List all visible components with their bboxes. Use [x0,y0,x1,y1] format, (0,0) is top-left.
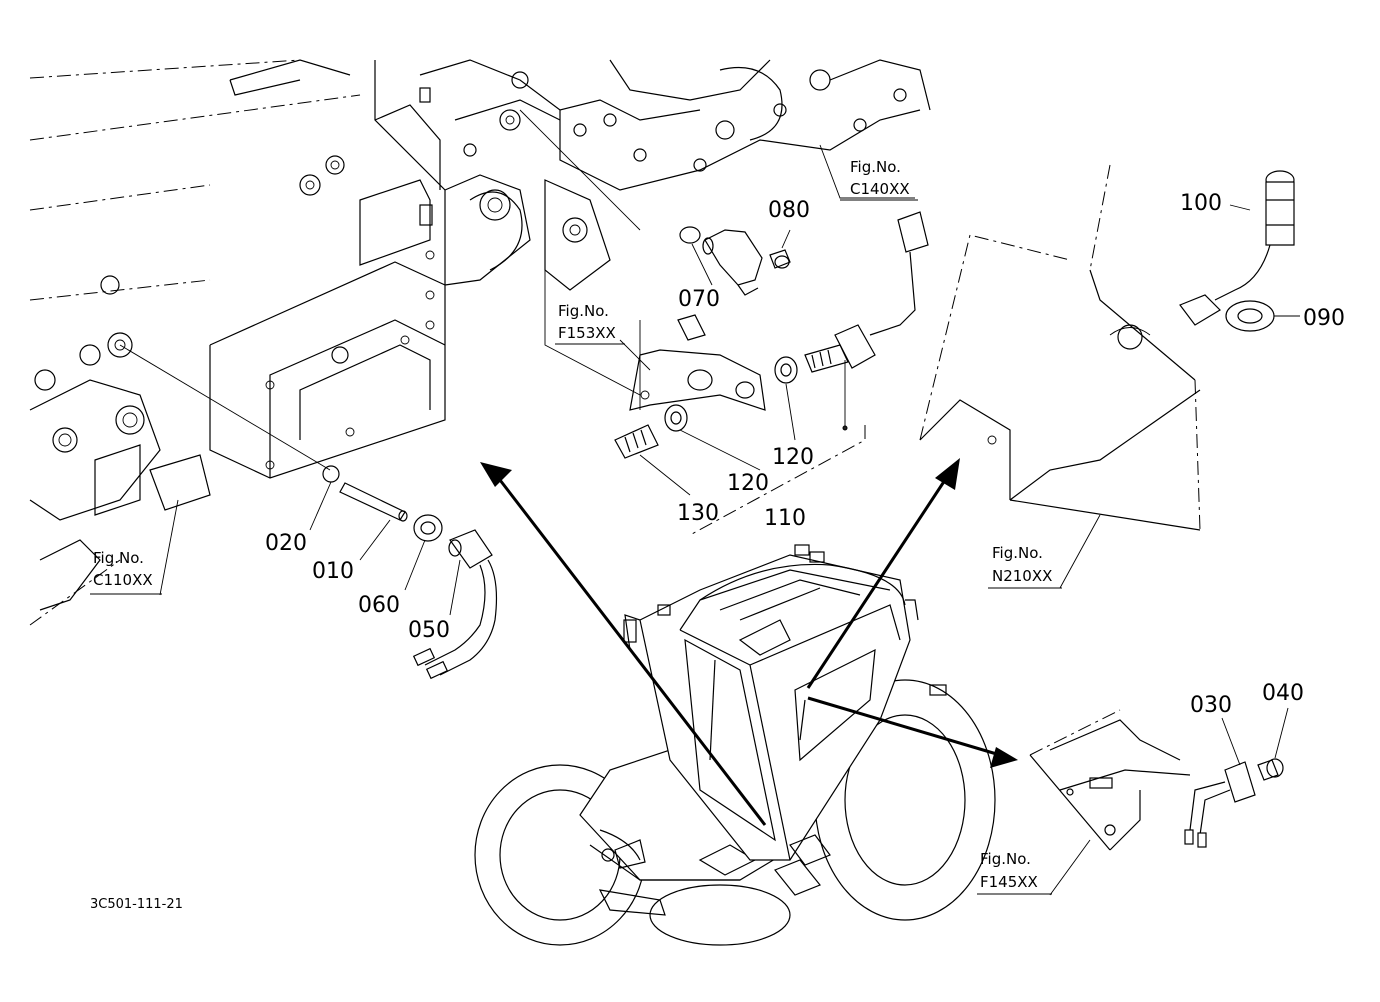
part-120-washer-left [664,404,688,432]
part-130-plug [614,424,659,459]
figure-ref-n210: Fig.No. N210XX [988,544,1062,589]
part-070-sensor [679,226,763,296]
label-080: 080 [768,198,810,223]
label-020: 020 [265,531,307,556]
fig-prefix: Fig.No. [992,544,1043,562]
part-110-switch [804,211,929,373]
bracket-plate-f153 [629,314,766,411]
part-120-washer-right [774,356,798,384]
part-040-bolt [1257,758,1284,781]
leader-lines [119,109,1300,896]
fig-prefix: Fig.No. [93,549,144,567]
label-090: 090 [1303,306,1345,331]
part-050-switch [412,529,498,680]
fig-code-c110: C110XX [93,571,153,589]
label-050: 050 [408,618,450,643]
figure-ref-c140: Fig.No. C140XX [840,158,918,201]
part-090-grommet [1225,300,1275,332]
label-120-right: 120 [772,445,814,470]
fig-code-f153: F153XX [558,324,616,342]
bracket-drawing [1029,709,1191,851]
label-060: 060 [358,593,400,618]
label-040: 040 [1262,681,1304,706]
fig-code-f145: F145XX [980,873,1038,891]
tractor-drawing [474,544,996,946]
label-110: 110 [764,506,806,531]
part-080-bolt [769,249,791,269]
part-030-switch [1184,761,1256,848]
label-010: 010 [312,559,354,584]
part-number-labels: 010 020 030 040 050 060 070 080 090 100 … [265,191,1345,718]
label-130: 130 [677,501,719,526]
fig-code-n210: N210XX [992,567,1052,585]
figure-ref-f153: Fig.No. F153XX [555,302,625,345]
figure-ref-c110: Fig.No. C110XX [90,549,162,595]
fender-panel-drawing [919,164,1201,531]
part-100-switch [1179,170,1295,326]
fig-prefix: Fig.No. [850,158,901,176]
fig-prefix: Fig.No. [980,850,1031,868]
figure-ref-f145: Fig.No. F145XX [977,850,1052,895]
label-100: 100 [1180,191,1222,216]
callout-arrows [480,458,1018,826]
part-020-ball [322,465,340,483]
drawing-id: 3C501-111-21 [90,897,183,912]
label-120-left: 120 [727,471,769,496]
label-030: 030 [1190,693,1232,718]
part-060-washer [413,514,443,542]
label-070: 070 [678,287,720,312]
fig-code-c140: C140XX [850,180,910,198]
fig-prefix: Fig.No. [558,302,609,320]
part-010-pin [339,482,408,522]
